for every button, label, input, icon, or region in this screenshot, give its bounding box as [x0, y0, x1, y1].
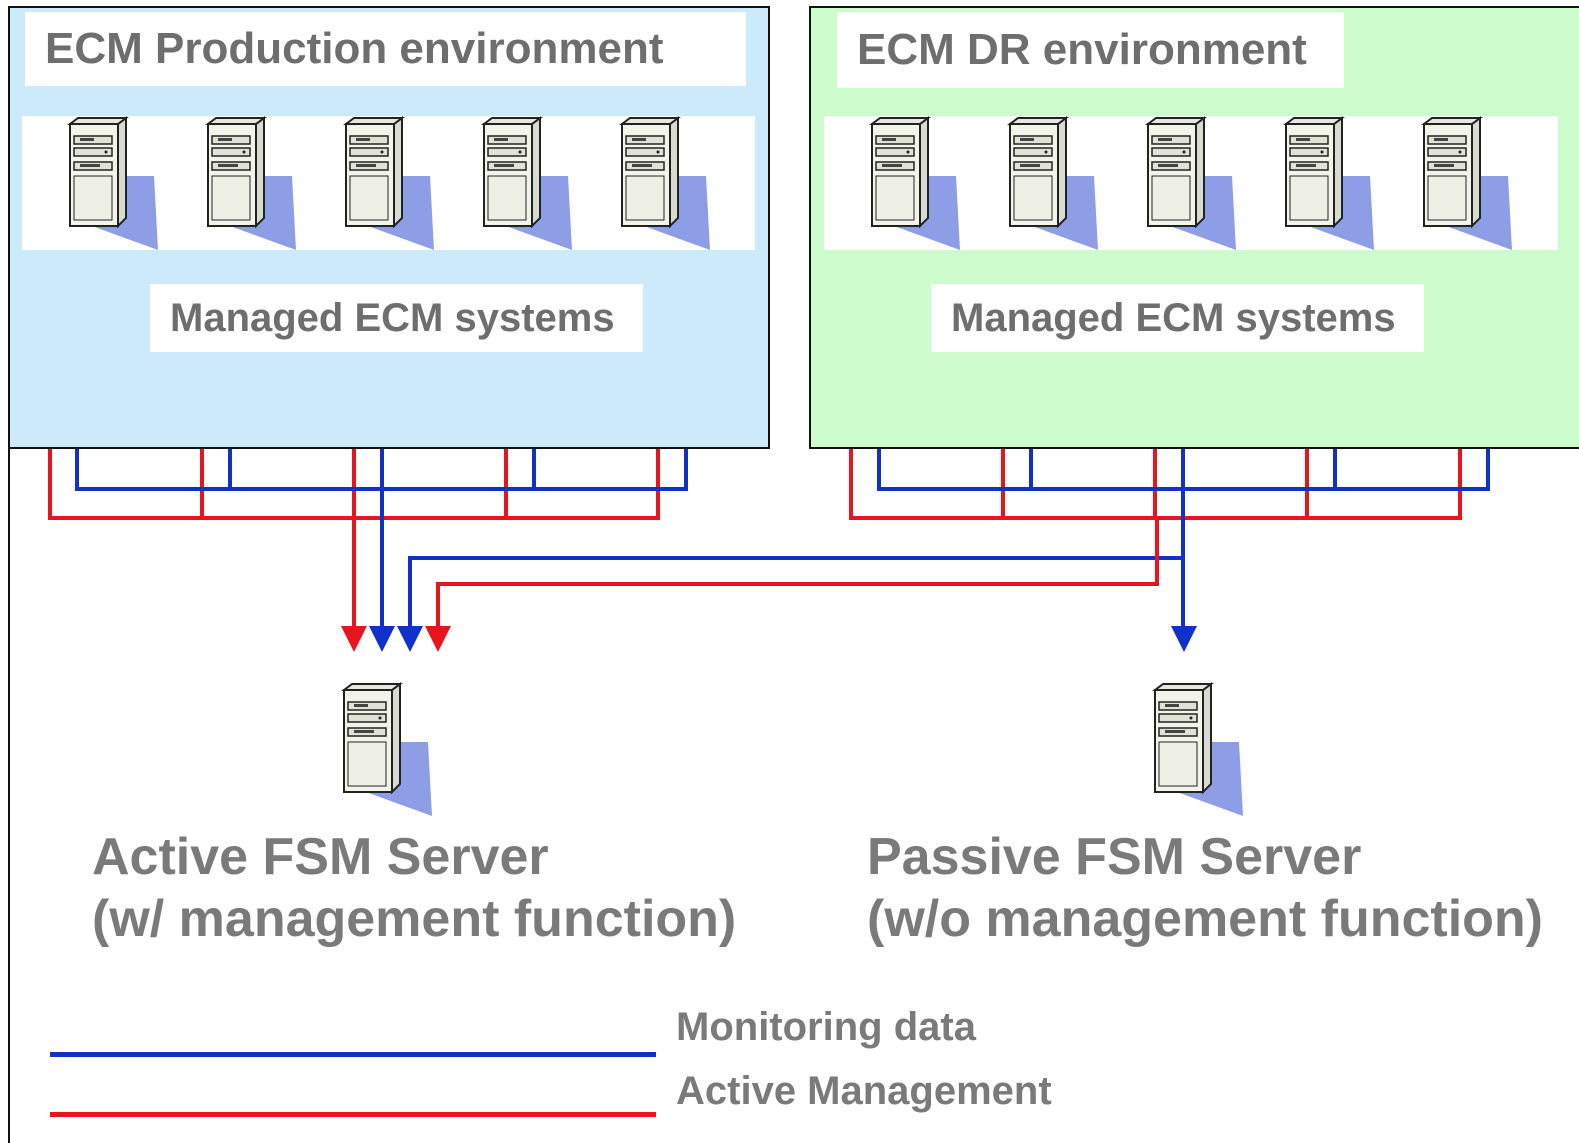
production-systems-label: Managed ECM systems — [150, 284, 643, 352]
passive-fsm-server-icon — [1154, 683, 1244, 817]
active-fsm-server-caption: Active FSM Server (w/ management functio… — [92, 826, 736, 950]
dr-servers — [871, 117, 1513, 251]
production-server-icon-4 — [483, 117, 573, 251]
production-servers — [69, 117, 711, 251]
fsm-servers — [343, 683, 1244, 817]
arrow-monitoring-passive — [1171, 626, 1197, 652]
legend-monitoring-line — [50, 1052, 656, 1057]
passive-fsm-server-note: (w/o management function) — [867, 890, 1543, 948]
production-server-icon-2 — [207, 117, 297, 251]
dr-environment-title: ECM DR environment — [837, 12, 1344, 88]
dr-server-icon-4 — [1285, 117, 1375, 251]
active-fsm-server-note: (w/ management function) — [92, 890, 737, 948]
dr-server-icon-3 — [1147, 117, 1237, 251]
production-environment-title: ECM Production environment — [25, 12, 746, 86]
legend-monitoring-label: Monitoring data — [676, 1005, 976, 1049]
active-fsm-server-name: Active FSM Server — [92, 828, 549, 886]
connection-wires — [48, 449, 1490, 652]
dr-monitoring-feed-to-active — [408, 449, 1185, 628]
page-left-border — [8, 446, 10, 1143]
dr-management-feed-to-active — [436, 518, 1159, 628]
arrow-management-dr — [425, 626, 451, 652]
dr-server-icon-5 — [1423, 117, 1513, 251]
arrow-monitoring-prod — [369, 626, 395, 652]
dr-server-icon-2 — [1009, 117, 1099, 251]
legend-management-line — [50, 1112, 656, 1117]
passive-fsm-server-caption: Passive FSM Server (w/o management funct… — [867, 826, 1543, 950]
legend-management-label: Active Management — [676, 1069, 1052, 1113]
arrow-monitoring-dr — [397, 626, 423, 652]
production-server-icon-3 — [345, 117, 435, 251]
dr-server-icon-1 — [871, 117, 961, 251]
production-server-icon-5 — [621, 117, 711, 251]
passive-fsm-server-name: Passive FSM Server — [867, 828, 1362, 886]
active-fsm-server-icon — [343, 683, 433, 817]
dr-systems-label: Managed ECM systems — [931, 284, 1424, 352]
arrow-management-prod — [341, 626, 367, 652]
production-server-icon-1 — [69, 117, 159, 251]
